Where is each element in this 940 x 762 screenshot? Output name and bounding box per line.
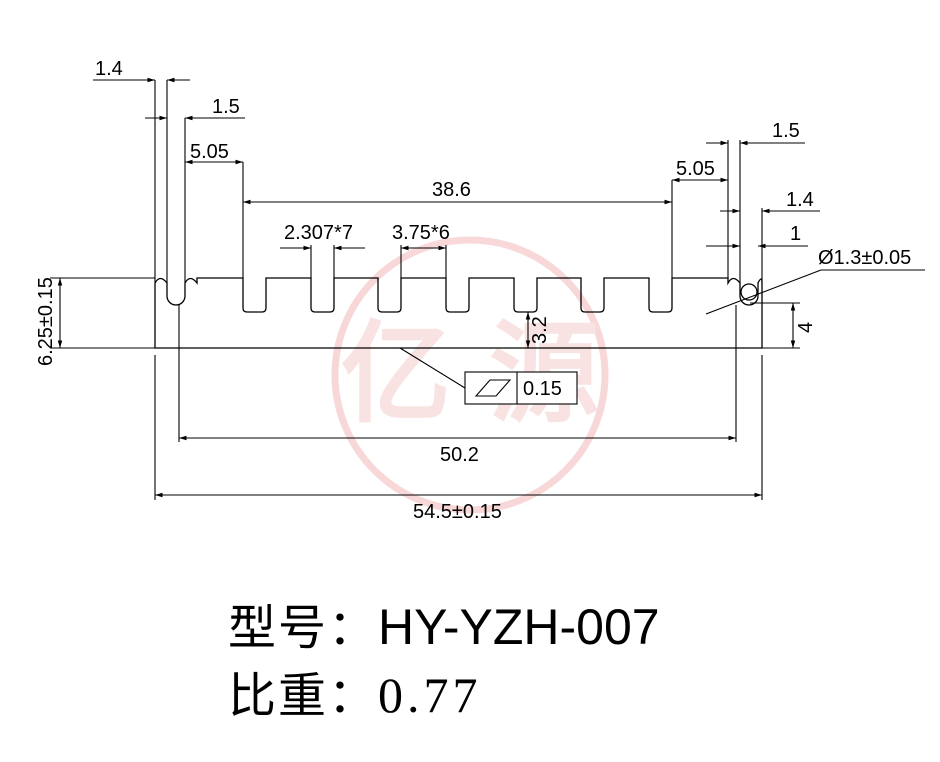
dim-1-4-top: 1.4: [95, 58, 123, 80]
flatness-value: 0.15: [523, 378, 562, 400]
dim-height-left: 6.25±0.15: [35, 277, 57, 366]
dimension-lines: [50, 77, 925, 500]
model-line: 型号：HY-YZH-007: [228, 588, 660, 658]
flatness-symbol-icon: [474, 379, 512, 397]
flatness-frame: 0.15: [464, 371, 578, 405]
dim-3-75x6: 3.75*6: [392, 222, 450, 244]
model-label: 型号：: [228, 600, 379, 656]
dim-1-5-right: 1.5: [772, 120, 800, 142]
dim-5-05-right: 5.05: [676, 158, 715, 180]
weight-label: 比重：: [228, 668, 379, 724]
dim-1-5-top: 1.5: [212, 96, 240, 118]
dim-5-05-left: 5.05: [190, 141, 229, 163]
dim-depth-3-2: 3.2: [529, 316, 551, 344]
dim-1-4-right: 1.4: [786, 189, 814, 211]
dim-1-right: 1: [790, 223, 801, 245]
dim-height-right: 4: [795, 322, 817, 333]
dim-38-6: 38.6: [432, 179, 471, 201]
model-value: HY-YZH-007: [378, 599, 660, 655]
round-hole: [740, 283, 758, 301]
dim-hole-diameter: Ø1.3±0.05: [818, 247, 911, 269]
dim-50-2: 50.2: [440, 444, 479, 466]
dimension-labels: 1.4 1.5 5.05 38.6 2.307*7 3.75*6 5.05 1.…: [35, 58, 911, 523]
heatsink-profile: [154, 277, 763, 349]
weight-line: 比重：0.77: [228, 656, 482, 726]
dim-2-307x7: 2.307*7: [284, 222, 353, 244]
dim-total-width: 54.5±0.15: [413, 501, 502, 523]
weight-value: 0.77: [378, 667, 482, 723]
